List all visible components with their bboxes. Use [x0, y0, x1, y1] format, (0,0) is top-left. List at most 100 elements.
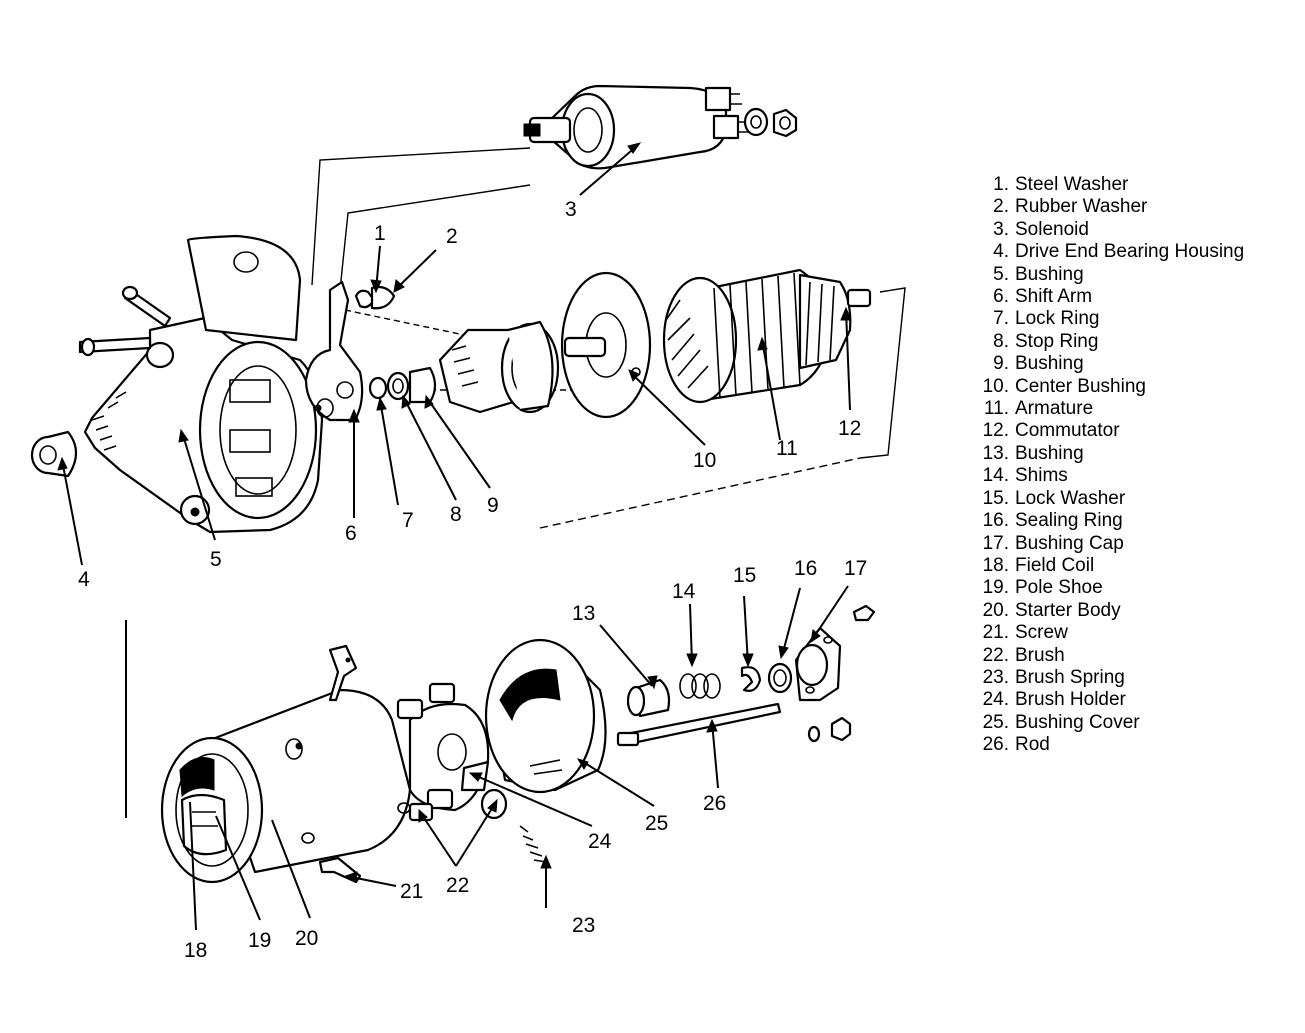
solenoid-part [523, 84, 798, 170]
callout-5: 5 [210, 548, 222, 571]
center-bushing-part [560, 271, 652, 419]
legend-number: 6. [993, 286, 1009, 308]
legend-item: 1.Steel Washer [975, 174, 1244, 196]
legend-label: Field Coil [1015, 554, 1095, 576]
legend-label: Rod [1015, 734, 1050, 756]
callout-21: 21 [400, 880, 423, 903]
legend-number: 1. [993, 174, 1009, 195]
legend-item: 10. Center Bushing [975, 376, 1244, 398]
starter-body-part [160, 644, 412, 884]
legend-number: 16. [982, 510, 1009, 532]
armature-part [662, 268, 872, 404]
callout-15: 15 [733, 564, 756, 587]
callout-14: 14 [672, 580, 696, 603]
callout-26: 26 [703, 792, 726, 815]
legend-label: Screw [1015, 622, 1068, 644]
legend-number: 13. [982, 442, 1009, 464]
legend-label: Brush Holder [1015, 689, 1126, 711]
callout-10: 10 [693, 449, 716, 472]
legend-label: Lock Washer [1015, 487, 1126, 509]
legend-number: 4. [993, 241, 1009, 263]
legend-item: 20. Starter Body [975, 600, 1244, 622]
legend-item: 22.Brush [975, 645, 1244, 667]
legend-label: Bushing Cap [1015, 532, 1124, 554]
legend-item: 26.Rod [975, 734, 1244, 756]
legend-number: 20. [982, 599, 1009, 621]
shift-arm-part [304, 280, 364, 422]
legend-label: Bushing [1015, 442, 1084, 464]
legend-number: 8. [993, 330, 1009, 352]
lower-leaders [189, 585, 849, 931]
legend-number: 17. [982, 532, 1009, 554]
callout-13: 13 [572, 602, 595, 625]
legend-item: 2. Rubber Washer [975, 196, 1244, 218]
legend-item: 13. Bushing [975, 443, 1244, 465]
legend-label: Center Bushing [1015, 375, 1146, 397]
legend-label: Drive End Bearing Housing [1015, 241, 1245, 263]
legend-number: 10. [982, 375, 1009, 397]
legend-label: Pole Shoe [1015, 577, 1103, 599]
legend-label: Bushing [1015, 353, 1084, 375]
callout-3: 3 [565, 198, 577, 221]
callout-23: 23 [572, 914, 595, 937]
callout-1: 1 [374, 222, 386, 245]
callout-12: 12 [838, 417, 861, 440]
drive-end-housing-part [30, 234, 324, 534]
legend-label: Commutator [1015, 420, 1120, 442]
legend-label: Solenoid [1015, 218, 1089, 240]
legend-label: Sealing Ring [1015, 510, 1123, 532]
callout-8: 8 [450, 503, 462, 526]
legend-number: 2. [993, 196, 1009, 218]
legend-item: 25. Bushing Cover [975, 712, 1244, 734]
legend-label: Bushing [1015, 263, 1084, 285]
legend-number: 18. [982, 554, 1009, 576]
legend-item: 23.Brush Spring [975, 667, 1244, 689]
callout-2: 2 [446, 225, 458, 248]
legend-item: 3. Solenoid [975, 219, 1244, 241]
legend-item: 11. Armature [975, 398, 1244, 420]
brush-holder-part [396, 682, 508, 822]
legend-number: 12. [982, 420, 1009, 442]
legend-item: 14. Shims [975, 465, 1244, 487]
legend-item: 18. Field Coil [975, 555, 1244, 577]
legend-label: Shift Arm [1015, 286, 1093, 308]
callout-11: 11 [776, 437, 798, 460]
legend-label: Shims [1015, 465, 1068, 487]
washer-parts [354, 285, 396, 310]
legend-item: 5. Bushing [975, 264, 1244, 286]
legend-number: 19. [982, 577, 1009, 599]
legend-label: Starter Body [1015, 599, 1121, 621]
legend-item: 17. Bushing Cap [975, 533, 1244, 555]
legend-item: 19. Pole Shoe [975, 577, 1244, 599]
legend-label: Armature [1015, 398, 1094, 420]
legend-item: 9.Bushing [975, 353, 1244, 375]
arrowheads [57, 142, 852, 882]
legend-number: 7. [993, 308, 1009, 330]
legend-number: 14. [982, 465, 1009, 487]
legend-item: 21.Screw [975, 622, 1244, 644]
legend-number: 11. [983, 398, 1009, 420]
callout-25: 25 [645, 812, 668, 835]
legend-label: Rubber Washer [1015, 196, 1148, 218]
legend-number: 5. [993, 263, 1009, 285]
callout-17: 17 [844, 557, 867, 580]
callout-16: 16 [794, 557, 817, 580]
legend-label: Brush Spring [1015, 666, 1125, 688]
callout-20: 20 [295, 927, 318, 950]
legend-number: 3. [993, 218, 1009, 240]
parts-legend: 1.Steel Washer 2. Rubber Washer 3. Solenoi… [975, 174, 1245, 757]
legend-item: 24. Brush Holder [975, 689, 1244, 711]
legend-item: 12. Commutator [975, 420, 1244, 442]
legend-number: 25. [982, 711, 1009, 733]
legend-item: 8. Stop Ring [975, 331, 1244, 353]
pinion-clutch-part [438, 320, 560, 414]
legend-number: 24. [982, 689, 1009, 711]
legend-item: 7.Lock Ring [975, 308, 1244, 330]
legend-label: Brush [1015, 644, 1065, 666]
bushing-stack-parts [626, 604, 876, 743]
bushing-cover-part [484, 638, 607, 794]
legend-label: Bushing Cover [1015, 711, 1140, 733]
legend-label: Stop Ring [1015, 330, 1099, 352]
